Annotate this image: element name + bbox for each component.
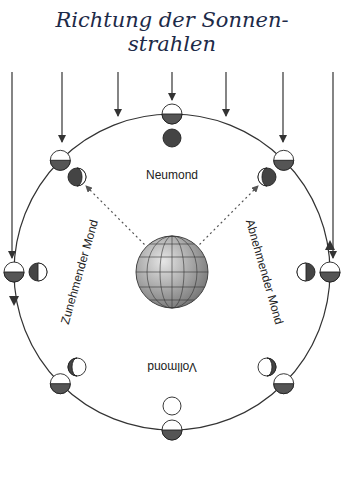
earth-globe [136, 236, 208, 308]
orbit-moons [4, 104, 340, 440]
phase-label: Zunehmender Mond [59, 218, 101, 326]
title-text: Richtung der Sonnen- strahlen [52, 8, 292, 56]
phase-label: Vollmond [147, 359, 196, 372]
moon-phase-views [29, 129, 315, 415]
phase-label: Neumond [146, 169, 198, 182]
orbit-arrowhead [325, 240, 335, 250]
orbit-arrowhead [9, 296, 19, 306]
phase-label: Abnehmender Mond [243, 218, 286, 326]
moon-orbit [14, 114, 330, 430]
sun-rays [12, 72, 333, 258]
